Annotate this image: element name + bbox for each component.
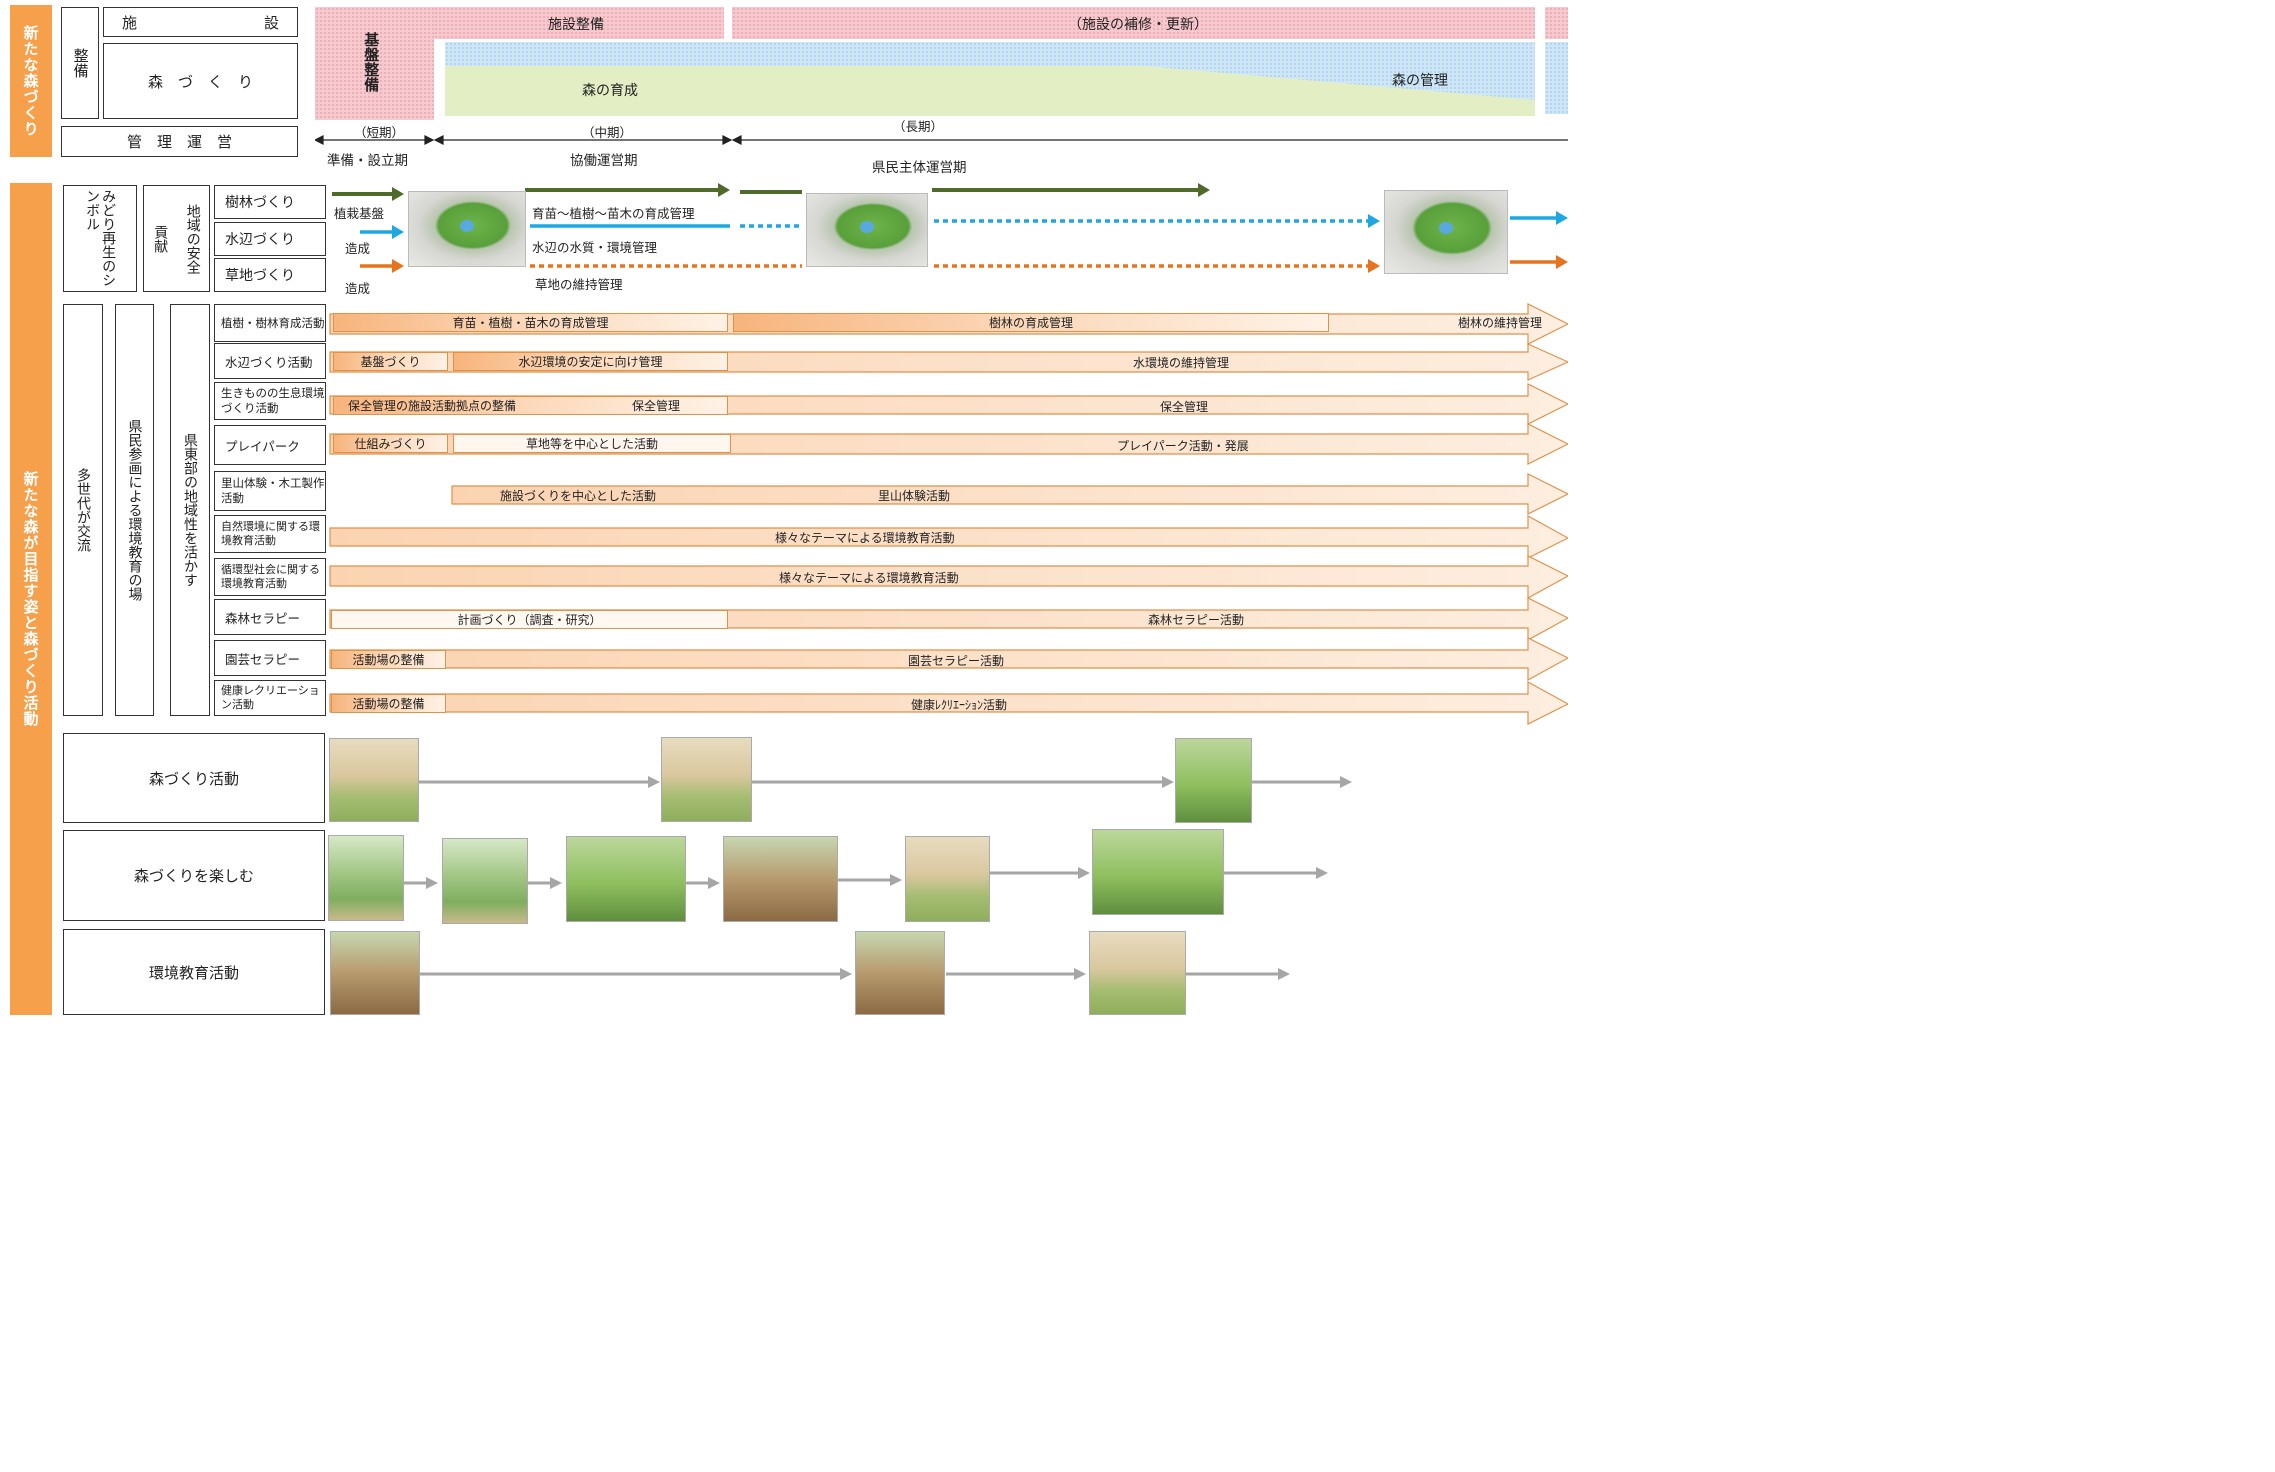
legend-morizukuri: 森 づ く り <box>103 43 298 119</box>
band-hoshu <box>732 7 1535 39</box>
period-long-term: （長期） <box>893 119 944 134</box>
period-short-name: 準備・設立期 <box>327 153 408 169</box>
act-label-9: 健康レクリエーション活動 <box>214 680 326 716</box>
act-label-8: 園芸セラピー <box>214 640 326 676</box>
section-label-top: 新たな森づくり <box>10 5 52 157</box>
band-hoshu-end <box>1545 7 1568 39</box>
photo-row-label-2: 環境教育活動 <box>63 929 325 1015</box>
photo-row-label-1: 森づくりを楽しむ <box>63 830 325 921</box>
act3-seg2: 草地等を中心とした活動 <box>453 434 731 453</box>
act-label-6: 循環型社会に関する環境教育活動 <box>214 558 326 596</box>
act7-seg1: 計画づくり（調査・研究） <box>331 610 728 629</box>
photo-morizukuri-1 <box>329 738 419 822</box>
act9-seg2: 健康ﾚｸﾘｴｰｼｮﾝ活動 <box>911 698 1008 712</box>
act-label-5: 自然環境に関する環境教育活動 <box>214 515 326 553</box>
act3-seg3: プレイパーク活動・発展 <box>1117 439 1249 453</box>
act6-seg1: 様々なテーマによる環境教育活動 <box>779 571 959 585</box>
legend-kanri-text: 管 理 運 営 <box>126 133 232 151</box>
photo-kyoiku-2 <box>855 931 945 1015</box>
symbol-start-kusachi: 造成 <box>345 281 371 296</box>
act-label-4: 里山体験・木工製作活動 <box>214 471 326 511</box>
period-long-name: 県民主体運営期 <box>872 160 967 176</box>
section-label-bottom: 新たな森が目指す姿と森づくり活動 <box>10 183 52 1015</box>
aerial-image-long <box>1384 190 1508 274</box>
act3-seg1: 仕組みづくり <box>333 434 448 453</box>
band-mori-kanri-label: 森の管理 <box>1392 73 1448 89</box>
symbol-row-mizube: 水辺づくり <box>214 222 326 256</box>
photo-tanoshimu-4 <box>723 836 838 922</box>
act8-seg1: 活動場の整備 <box>331 650 446 669</box>
act1-seg2: 水辺環境の安定に向け管理 <box>453 352 728 371</box>
band-kiban <box>315 7 434 120</box>
photo-tanoshimu-3 <box>566 836 686 922</box>
act4-seg2: 里山体験活動 <box>878 489 951 503</box>
symbol-col1: みどり再生のシンボル <box>63 185 137 292</box>
period-arrows <box>315 135 1568 145</box>
photo-kyoiku-1 <box>330 931 420 1015</box>
legend-morizukuri-text: 森 づ く り <box>147 72 253 91</box>
act-label-7: 森林セラピー <box>214 599 326 635</box>
period-mid-term: （中期） <box>582 125 633 140</box>
legend-seibi: 整備 <box>61 7 99 119</box>
symbol-mid-jurin: 育苗～植樹～苗木の育成管理 <box>532 206 695 221</box>
photo-arrows <box>404 776 1352 980</box>
symbol-row-jurin: 樹林づくり <box>214 185 326 219</box>
act7-seg2: 森林セラピー活動 <box>1148 613 1245 627</box>
band-shisetsu-seibi <box>434 7 724 39</box>
symbol-arrows <box>332 183 1568 273</box>
legend-shisetsu: 施 設 <box>103 7 298 37</box>
symbol-col2: 貢献 <box>152 224 169 253</box>
aerial-image-short <box>408 191 526 267</box>
symbol-row-kusachi: 草地づくり <box>214 258 326 292</box>
act2-seg1: 保全管理の施設活動拠点の整備 保全管理 <box>333 396 728 415</box>
band-kiban-label: 基盤整備 <box>362 32 381 92</box>
symbol-mid-mizube: 水辺の水質・環境管理 <box>532 240 658 255</box>
act2-seg3: 保全管理 <box>1160 400 1209 414</box>
symbol-start-mizube: 造成 <box>345 241 371 256</box>
act1-seg3: 水環境の維持管理 <box>1133 356 1230 370</box>
act8-seg2: 園芸セラピー活動 <box>908 654 1005 668</box>
photo-tanoshimu-6 <box>1092 829 1224 915</box>
act1-seg1: 基盤づくり <box>333 352 448 371</box>
photo-kyoiku-3 <box>1089 931 1186 1015</box>
period-mid-name: 協働運営期 <box>570 153 638 169</box>
band-mori-ikusei-label: 森の育成 <box>582 83 638 99</box>
photo-morizukuri-3 <box>1175 738 1252 823</box>
act-label-0: 植樹・樹林育成活動 <box>214 304 326 342</box>
photo-tanoshimu-1 <box>328 835 404 921</box>
act-col1: 多世代が交流 <box>63 304 103 716</box>
legend-shisetsu-2: 設 <box>263 13 279 32</box>
photo-tanoshimu-2 <box>442 838 528 924</box>
act5-seg1: 様々なテーマによる環境教育活動 <box>775 531 955 545</box>
act0-seg1: 育苗・植樹・苗木の育成管理 <box>333 313 728 332</box>
photo-tanoshimu-5 <box>905 836 990 922</box>
act-col2: 県民参画による環境教育の場 <box>115 304 154 716</box>
photo-row-label-0: 森づくり活動 <box>63 733 325 823</box>
band-shisetsu-seibi-label: 施設整備 <box>548 17 604 33</box>
symbol-mid-kusachi: 草地の維持管理 <box>535 277 623 292</box>
act0-seg2: 樹林の育成管理 <box>733 313 1329 332</box>
band-mori-kanri-end <box>1545 42 1568 114</box>
act-label-1: 水辺づくり活動 <box>214 343 326 379</box>
act-col3: 県東部の地域性を活かす <box>170 304 210 716</box>
act0-seg3: 樹林の維持管理 <box>1458 316 1543 330</box>
act4-seg1: 施設づくりを中心とした活動 <box>500 489 657 503</box>
band-hoshu-label: （施設の補修・更新） <box>1068 17 1208 33</box>
legend-shisetsu-1: 施 <box>122 13 138 32</box>
legend-seibi-text: 整備 <box>71 48 90 78</box>
photo-morizukuri-2 <box>661 737 752 822</box>
act9-seg1: 活動場の整備 <box>331 694 446 713</box>
symbol-col3: 地域の安全 <box>184 203 201 274</box>
act-label-3: プレイパーク <box>214 425 326 465</box>
act2-seg2: 保全管理 <box>632 399 681 413</box>
symbol-start-jurin: 植栽基盤 <box>334 206 385 221</box>
legend-kanri: 管 理 運 営 <box>61 126 298 157</box>
act-label-2: 生きものの生息環境づくり活動 <box>214 382 326 420</box>
symbol-col23: 貢献 地域の安全 <box>143 185 210 292</box>
period-short-term: （短期） <box>354 125 405 140</box>
aerial-image-mid <box>806 193 928 267</box>
band-mori-ikusei <box>445 66 1535 116</box>
